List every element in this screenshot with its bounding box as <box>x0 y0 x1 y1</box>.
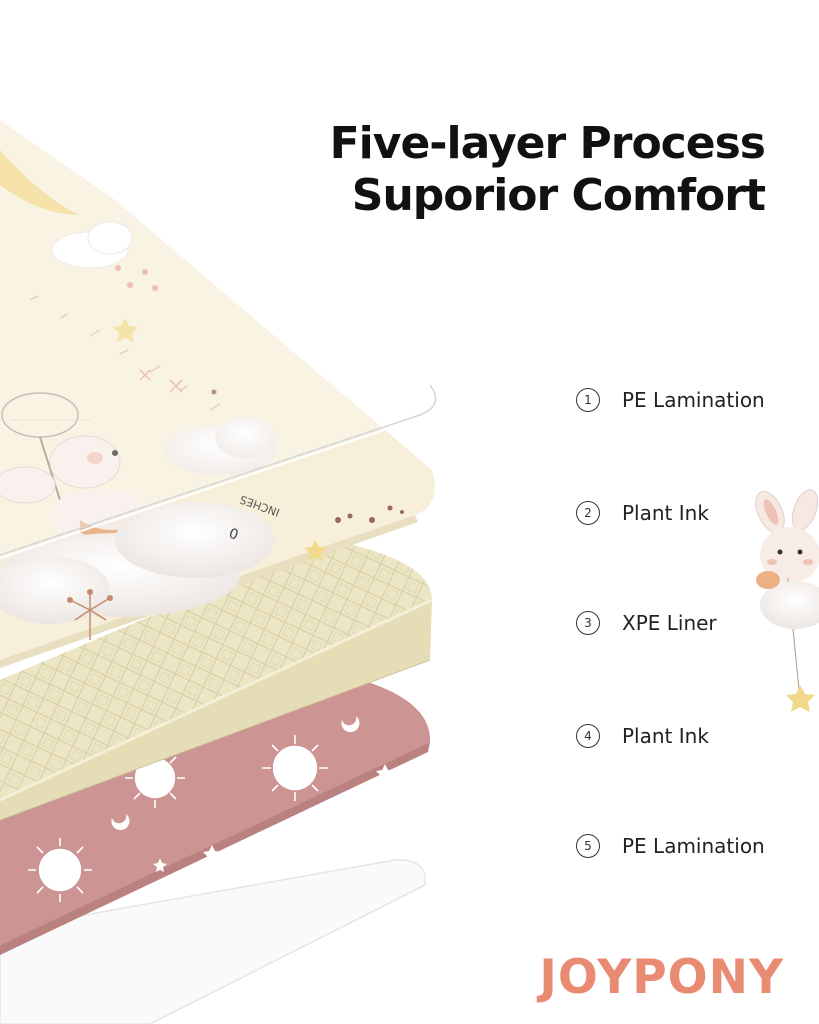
layer-list-item-2: 2 Plant Ink <box>576 498 709 528</box>
layer-label: Plant Ink <box>622 501 709 525</box>
layer-number-badge: 5 <box>576 834 600 858</box>
layer-2-cream-print: INCHES 0 <box>0 120 435 668</box>
layer-list-item-1: 1 PE Lamination <box>576 385 765 415</box>
layer-number-badge: 1 <box>576 388 600 412</box>
layer-list-item-5: 5 PE Lamination <box>576 831 765 861</box>
layer-number-badge: 2 <box>576 501 600 525</box>
layer-label: PE Lamination <box>622 834 765 858</box>
headline-line-2: Suporior Comfort <box>351 170 766 221</box>
layer-label: Plant Ink <box>622 724 709 748</box>
layer-3-xpe-foam <box>0 540 433 821</box>
layer-list-item-3: 3 XPE Liner <box>576 608 717 638</box>
layer-number-badge: 4 <box>576 724 600 748</box>
layer-1-pe-lamination <box>0 70 437 559</box>
layer-label: PE Lamination <box>622 388 765 412</box>
headline-line-1: Five-layer Process <box>329 118 766 169</box>
layer-label: XPE Liner <box>622 611 717 635</box>
brand-logo: JOYPONY <box>539 950 784 1005</box>
headline: Five-layer Process Suporior Comfort <box>329 118 766 222</box>
layer-list-item-4: 4 Plant Ink <box>576 721 709 751</box>
layer-5-pe-bottom <box>0 859 426 1024</box>
layer-4-pink-print <box>0 678 431 955</box>
layer-number-badge: 3 <box>576 611 600 635</box>
bunny-holding-star-illustration <box>755 489 819 712</box>
